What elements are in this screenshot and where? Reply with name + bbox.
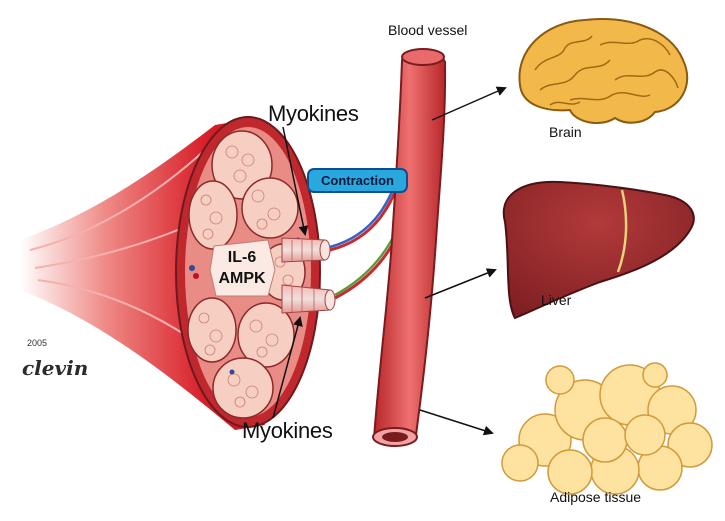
signature-year: 2005 — [27, 338, 48, 348]
myokines-pointers — [272, 126, 309, 419]
liver-illustration — [502, 180, 695, 320]
ampk-label: AMPK — [218, 270, 266, 287]
brain-illustration — [518, 18, 689, 125]
adipose-illustration — [501, 362, 713, 495]
brain-label: Brain — [549, 124, 582, 140]
blood-vessel — [372, 48, 447, 447]
liver-label: Liver — [541, 292, 572, 308]
organ-arrows — [419, 86, 507, 436]
myokine-tubes — [281, 237, 336, 314]
muscle-cross-section — [175, 116, 321, 428]
myokines-label-top: Myokines — [268, 101, 359, 126]
adipose-label: Adipose tissue — [550, 489, 642, 505]
il6-label: IL-6 — [227, 249, 257, 266]
myokines-label-bottom: Myokines — [242, 418, 333, 443]
contraction-badge: Contraction — [307, 168, 408, 193]
artist-signature: clevin — [22, 356, 89, 380]
blood-vessel-label: Blood vessel — [388, 22, 468, 38]
